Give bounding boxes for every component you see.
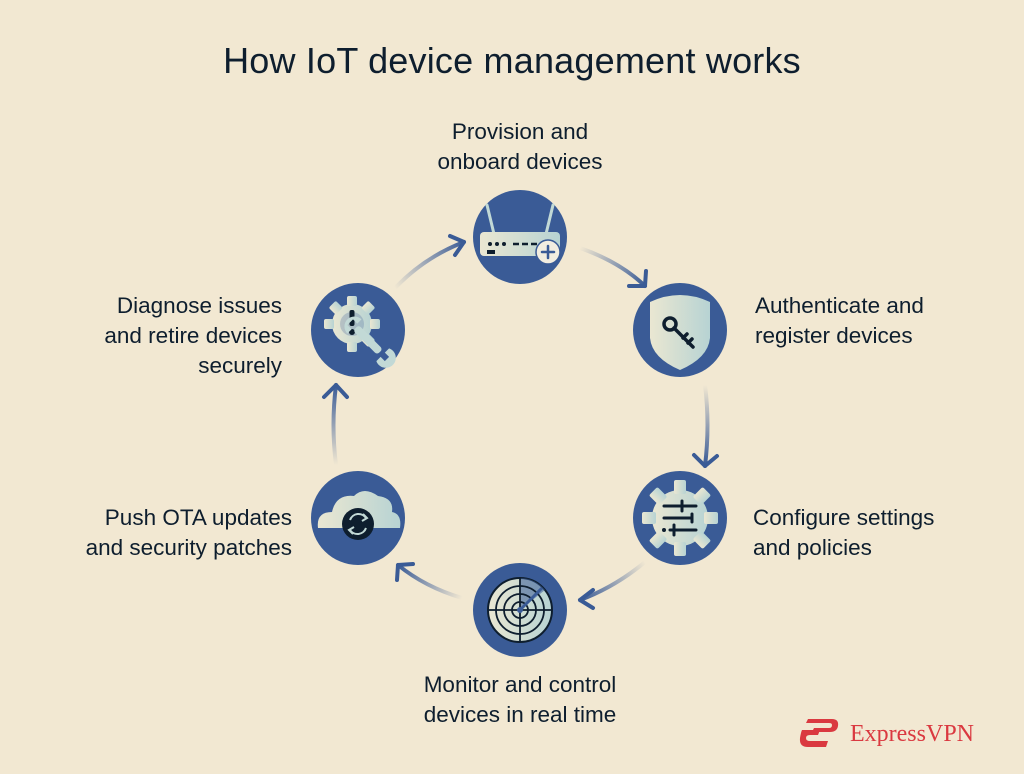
cloud-sync-icon xyxy=(317,491,401,540)
step-provision-node xyxy=(473,190,567,284)
step-configure-label: Configure settings and policies xyxy=(753,505,935,560)
arrow-diagnose-to-provision xyxy=(394,234,466,289)
step-configure-node xyxy=(633,471,727,565)
step-diagnose-label: Diagnose issues and retire devices secur… xyxy=(104,293,282,378)
expressvpn-logo: ExpressVPN xyxy=(798,717,974,751)
step-provision-label: Provision and onboard devices xyxy=(437,119,603,174)
router-plus-icon xyxy=(480,203,561,265)
step-push-node xyxy=(311,471,405,565)
expressvpn-logo-icon xyxy=(799,719,839,747)
arrow-monitor-to-push xyxy=(395,562,464,600)
arrow-configure-to-monitor xyxy=(578,560,647,610)
step-authenticate-label: Authenticate and register devices xyxy=(755,293,924,348)
arrow-provision-to-authenticate xyxy=(578,246,648,288)
arrow-push-to-diagnose xyxy=(322,383,349,467)
wrench-icon xyxy=(344,316,396,368)
page-title: How IoT device management works xyxy=(223,40,801,81)
step-push-label: Push OTA updates and security patches xyxy=(85,505,292,560)
shield-key-icon xyxy=(650,295,710,370)
brand-name: ExpressVPN xyxy=(850,720,974,747)
step-diagnose-node xyxy=(311,283,405,377)
step-authenticate-node xyxy=(633,283,727,377)
arrow-authenticate-to-configure xyxy=(692,383,719,468)
gear-sliders-icon xyxy=(642,480,718,556)
step-monitor-label: Monitor and control devices in real time xyxy=(423,672,617,727)
step-monitor-node xyxy=(473,563,567,657)
radar-icon xyxy=(487,577,553,643)
